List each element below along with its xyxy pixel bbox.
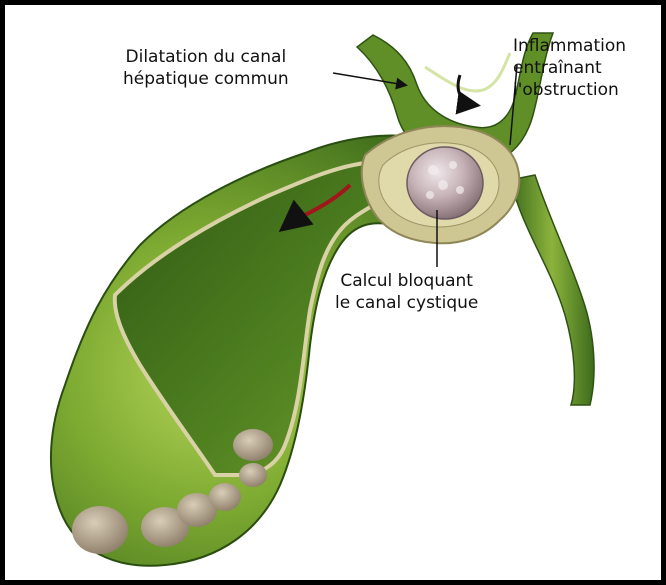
common-bile-duct bbox=[510, 175, 594, 405]
label-inflammation-line1: Inflammation bbox=[513, 35, 626, 57]
label-dilatation-line1: Dilatation du canal bbox=[123, 46, 289, 68]
label-inflammation-line2: entraînant bbox=[513, 57, 626, 79]
label-calcul-line1: Calcul bloquant bbox=[335, 270, 478, 292]
label-calcul-bloquant: Calcul bloquant le canal cystique bbox=[335, 270, 478, 314]
illustration-canvas: Dilatation du canal hépatique commun Inf… bbox=[5, 5, 661, 580]
label-dilatation-canal-hepatique: Dilatation du canal hépatique commun bbox=[123, 46, 289, 90]
label-calcul-line2: le canal cystique bbox=[335, 292, 478, 314]
label-inflammation-line3: l'obstruction bbox=[513, 79, 626, 101]
label-dilatation-line2: hépatique commun bbox=[123, 68, 289, 90]
label-inflammation: Inflammation entraînant l'obstruction bbox=[513, 35, 626, 101]
